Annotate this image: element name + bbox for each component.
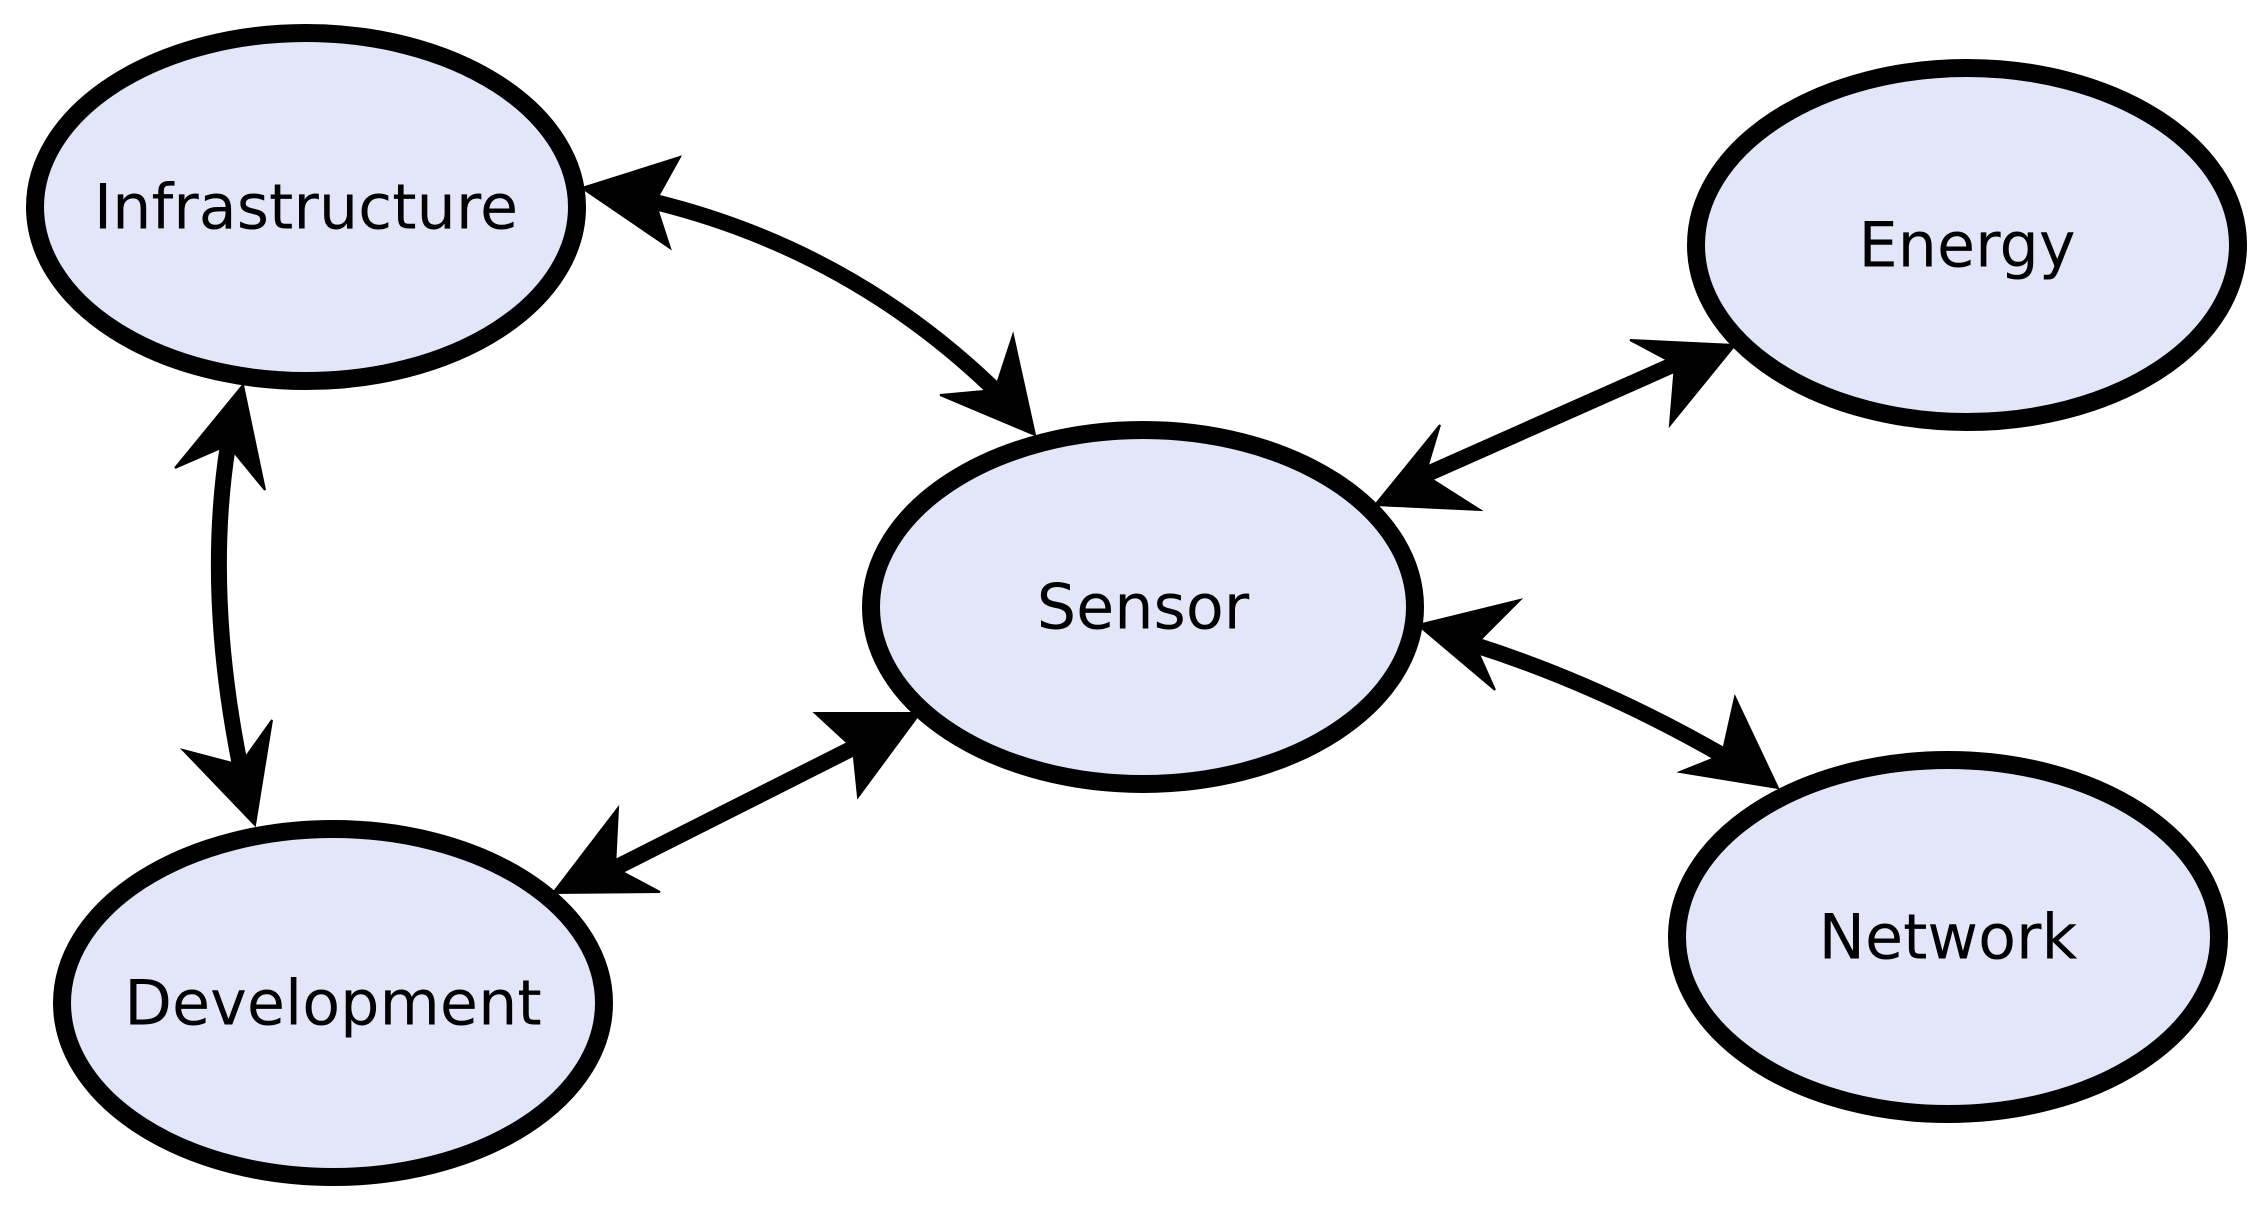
- edge-sensor-energy: [1372, 339, 1738, 512]
- arrowhead-infrastructure-end: [579, 155, 683, 251]
- arrowhead-energy-end: [1629, 339, 1738, 429]
- node-energy-label: Energy: [1858, 209, 2075, 282]
- arrowhead-network-end: [1676, 693, 1780, 790]
- arrowhead-development-end: [179, 719, 273, 828]
- nodes: Infrastructure Sensor Energy Network Dev…: [26, 24, 2247, 1186]
- node-development[interactable]: Development: [53, 820, 613, 1186]
- edges: [174, 155, 1780, 895]
- arrowhead-sensor-right-end: [1415, 598, 1524, 691]
- node-network-label: Network: [1819, 901, 2078, 974]
- node-sensor-shape: [862, 421, 1424, 793]
- arrowhead-sensor-left-end: [812, 712, 922, 800]
- node-energy[interactable]: Energy: [1687, 59, 2247, 431]
- node-network-shape: [1668, 751, 2228, 1123]
- node-sensor-label: Sensor: [1037, 571, 1250, 644]
- node-infrastructure[interactable]: Infrastructure: [26, 24, 586, 390]
- node-network[interactable]: Network: [1668, 751, 2228, 1123]
- edge-sensor-network: [1415, 598, 1780, 790]
- edge-sensor-development: [550, 712, 922, 895]
- arrowhead-development-upper-end: [550, 804, 661, 895]
- node-sensor[interactable]: Sensor: [862, 421, 1424, 793]
- node-development-shape: [53, 820, 613, 1186]
- arrowhead-sensor-end: [939, 331, 1037, 437]
- edge-infrastructure-sensor: [579, 155, 1037, 437]
- edge-infrastructure-development: [174, 382, 273, 828]
- arrowhead-infrastructure-lower-end: [174, 382, 266, 491]
- node-development-label: Development: [124, 967, 541, 1040]
- node-infrastructure-shape: [26, 24, 586, 390]
- node-infrastructure-label: Infrastructure: [94, 171, 518, 244]
- node-energy-shape: [1687, 59, 2247, 431]
- arrowhead-sensor-upper-end: [1372, 424, 1484, 512]
